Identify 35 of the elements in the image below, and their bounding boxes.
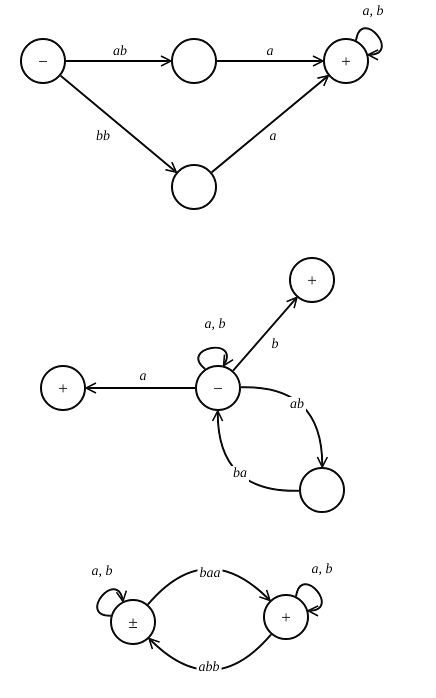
edge-label: a, b: [310, 562, 334, 578]
state-sign: −: [38, 52, 48, 70]
arrow: [66, 55, 172, 67]
state-circle: [323, 38, 369, 84]
state-sign: −: [213, 380, 223, 396]
state-circle: [40, 365, 86, 411]
arrow: [355, 27, 383, 60]
arrow: [232, 296, 298, 372]
state-circle: [299, 467, 345, 513]
state-sign: +: [341, 52, 351, 70]
state-sign: ±: [128, 614, 138, 630]
state-circle: [171, 38, 217, 84]
arrow: [60, 74, 178, 174]
state-circle: [20, 38, 66, 84]
arrow: [197, 346, 233, 370]
arrow: [295, 583, 323, 616]
arrow: [217, 55, 324, 67]
state-circle: [195, 365, 241, 411]
state-sign: +: [281, 608, 291, 626]
state-circle: [110, 599, 156, 645]
arrow: [211, 74, 330, 174]
edge-label: a, b: [360, 4, 386, 20]
state-circle: [263, 594, 309, 640]
edge-label: ba: [231, 466, 249, 482]
state-sign: +: [58, 380, 68, 396]
edge-label: a, b: [202, 317, 228, 333]
edge-label: ab: [288, 397, 306, 413]
arrow: [212, 410, 300, 492]
arrow: [96, 588, 126, 617]
arrow: [240, 386, 328, 468]
state-circle: [289, 257, 335, 303]
state-circle: [171, 164, 217, 210]
state-sign: +: [307, 272, 317, 288]
arrow: [85, 382, 195, 394]
edge-label: a, b: [90, 564, 114, 580]
